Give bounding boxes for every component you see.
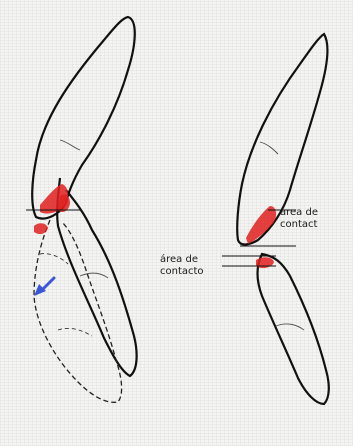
right-upper-tooth-inner-line (260, 142, 278, 154)
upper-contact-label-line2: contact (280, 219, 353, 231)
lower-contact-label: área de contacto (160, 254, 204, 278)
left-contact-mark-lower (34, 223, 48, 234)
upper-contact-label: área de contact (280, 207, 353, 231)
right-lower-tooth-inner-line (276, 324, 304, 330)
lower-contact-label-line2: contacto (160, 266, 204, 278)
lower-contact-label-line1: área de (160, 254, 204, 266)
movement-arrow-icon (34, 278, 54, 296)
left-upper-tooth-outline (32, 17, 135, 219)
upper-contact-label-line1: área de (280, 207, 353, 219)
left-dashed-tooth-outline (34, 220, 122, 402)
left-lower-tooth-outline (57, 178, 136, 376)
left-upper-tooth-inner-line (60, 140, 80, 150)
left-lower-tooth-inner-line (80, 273, 108, 278)
right-lower-tooth-outline (258, 254, 329, 404)
